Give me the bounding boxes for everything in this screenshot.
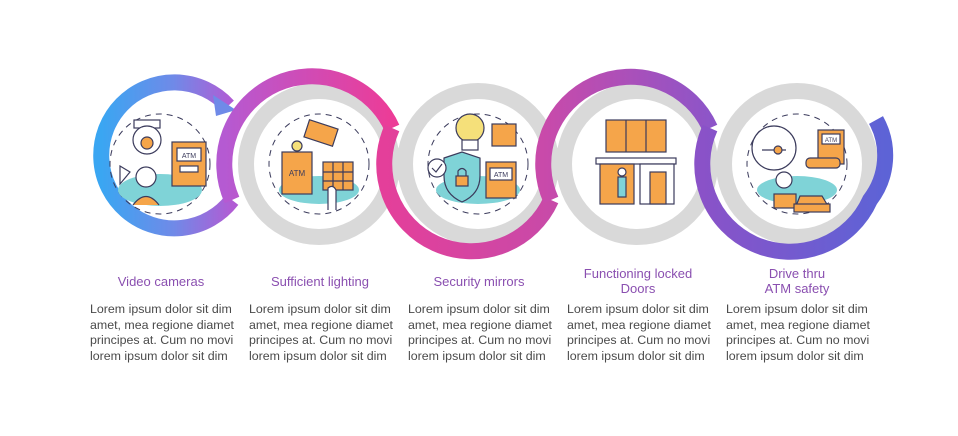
step-3: Security mirrors Lorem ipsum dolor sit d…: [404, 266, 554, 364]
atm-sign-2: ATM: [289, 169, 306, 178]
step-desc-line: Lorem ipsum dolor sit dim: [567, 302, 709, 316]
step-desc-line: principes at. Cum no movi: [249, 333, 393, 348]
step-title-line: Drive thru: [768, 266, 826, 281]
step-2: Sufficient lighting Lorem ipsum dolor si…: [245, 266, 395, 364]
video-camera-atm-icon: ATM: [118, 119, 207, 206]
step-desc-line: principes at. Cum no movi: [567, 333, 711, 348]
step-desc-line: amet, mea regione diamet: [408, 317, 552, 332]
wave-arc-4: [535, 68, 718, 204]
wave-arc-1: [93, 74, 239, 237]
step-title: Drive thru ATM safety: [722, 266, 872, 296]
security-mirror-icon: ATM: [427, 113, 520, 204]
step-desc-line: Lorem ipsum dolor sit dim: [408, 302, 550, 316]
step-5: Drive thru ATM safety Lorem ipsum dolor …: [722, 266, 872, 364]
dash-circle-3: [427, 113, 529, 215]
step-description: Lorem ipsum dolor sit dim amet, mea regi…: [722, 302, 872, 364]
wave-arc-5: [694, 116, 894, 260]
step-desc-line: amet, mea regione diamet: [726, 317, 870, 332]
dash-circle-5: [746, 113, 848, 215]
step-desc-line: lorem ipsum dolor sit dim: [408, 348, 546, 363]
step-title: Functioning locked Doors: [563, 266, 713, 296]
atm-sign-3: ATM: [494, 172, 508, 179]
step-title: Security mirrors: [404, 266, 554, 296]
dash-circle-2: [268, 113, 370, 215]
step-title: Video cameras: [86, 266, 236, 296]
step-title-line: ATM safety: [764, 281, 830, 296]
dash-circle-1: [109, 113, 211, 215]
wave-arc-2: [216, 68, 400, 204]
step-title: Sufficient lighting: [245, 266, 395, 296]
step-title-line: Doors: [620, 281, 656, 296]
step-desc-line: lorem ipsum dolor sit dim: [567, 348, 705, 363]
wave-arc-1-arrow: [213, 95, 236, 116]
step-desc-line: principes at. Cum no movi: [726, 333, 870, 348]
step-title-line: Video cameras: [117, 273, 205, 289]
step-desc-line: Lorem ipsum dolor sit dim: [90, 302, 232, 316]
step-desc-line: amet, mea regione diamet: [567, 317, 711, 332]
step-title-line: Functioning locked: [583, 266, 693, 281]
step-description: Lorem ipsum dolor sit dim amet, mea regi…: [245, 302, 395, 364]
step-desc-line: lorem ipsum dolor sit dim: [90, 348, 228, 363]
ring-5-grey: [716, 83, 878, 245]
step-desc-line: Lorem ipsum dolor sit dim: [726, 302, 868, 316]
step-title-line: Sufficient lighting: [270, 273, 370, 289]
wave-arc-3: [376, 124, 559, 260]
step-1: Video cameras Lorem ipsum dolor sit dim …: [86, 266, 236, 364]
step-title-line: Security mirrors: [433, 273, 525, 289]
step-desc-line: amet, mea regione diamet: [90, 317, 234, 332]
step-desc-line: principes at. Cum no movi: [90, 333, 234, 348]
drive-thru-atm-icon: ATM: [751, 125, 845, 213]
locked-doors-icon: [595, 119, 677, 205]
step-4: Functioning locked Doors Lorem ipsum dol…: [563, 266, 713, 364]
step-desc-line: amet, mea regione diamet: [249, 317, 393, 332]
step-description: Lorem ipsum dolor sit dim amet, mea regi…: [404, 302, 554, 364]
ring-2-grey: [238, 83, 400, 245]
step-desc-line: Lorem ipsum dolor sit dim: [249, 302, 391, 316]
step-description: Lorem ipsum dolor sit dim amet, mea regi…: [86, 302, 236, 364]
atm-sign-5: ATM: [825, 138, 837, 144]
step-desc-line: principes at. Cum no movi: [408, 333, 552, 348]
step-desc-line: lorem ipsum dolor sit dim: [249, 348, 387, 363]
lighting-atm-icon: ATM: [279, 119, 359, 210]
atm-sign-1: ATM: [182, 153, 196, 160]
step-desc-line: lorem ipsum dolor sit dim: [726, 348, 864, 363]
step-description: Lorem ipsum dolor sit dim amet, mea regi…: [563, 302, 713, 364]
